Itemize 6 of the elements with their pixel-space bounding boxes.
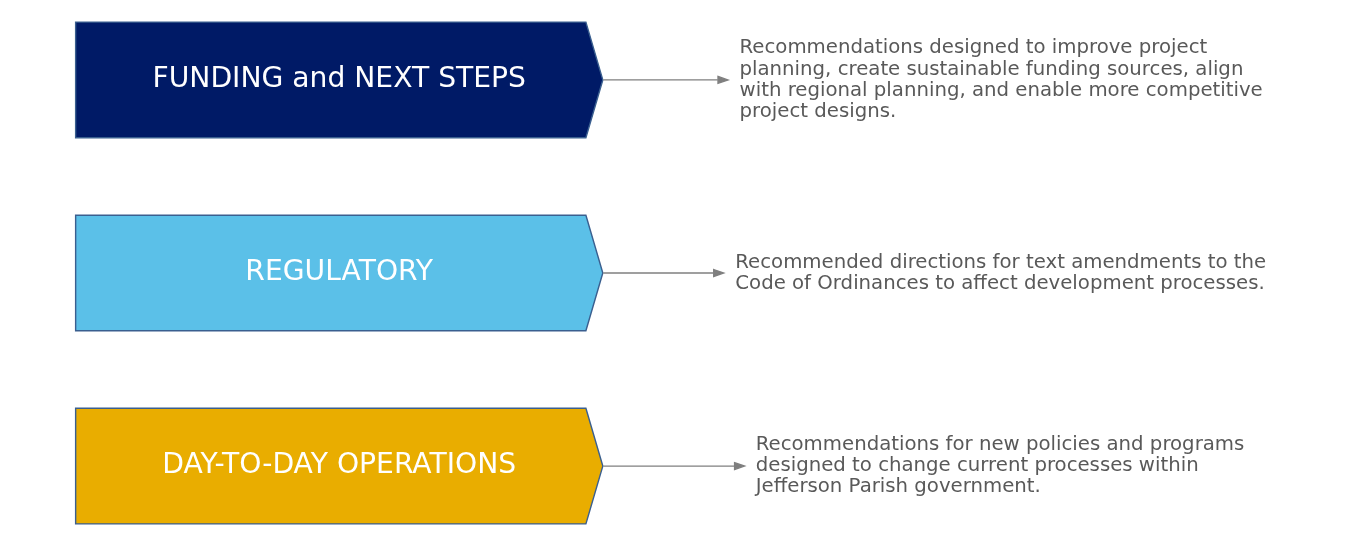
node-text: Recommended directions for text amendments to the Code of Ordinances to affect development processes. — [735, 249, 1267, 294]
arrow — [602, 461, 747, 471]
arrow — [602, 75, 731, 85]
arrow — [602, 268, 726, 278]
node-text: Recommendations designed to improve project planning, create sustainable funding sources, align with regional planning, and enable more competitive project designs. — [739, 35, 1263, 122]
node-text: Recommendations for new policies and programs designed to change current processes within Jefferson Parish government. — [755, 432, 1245, 498]
